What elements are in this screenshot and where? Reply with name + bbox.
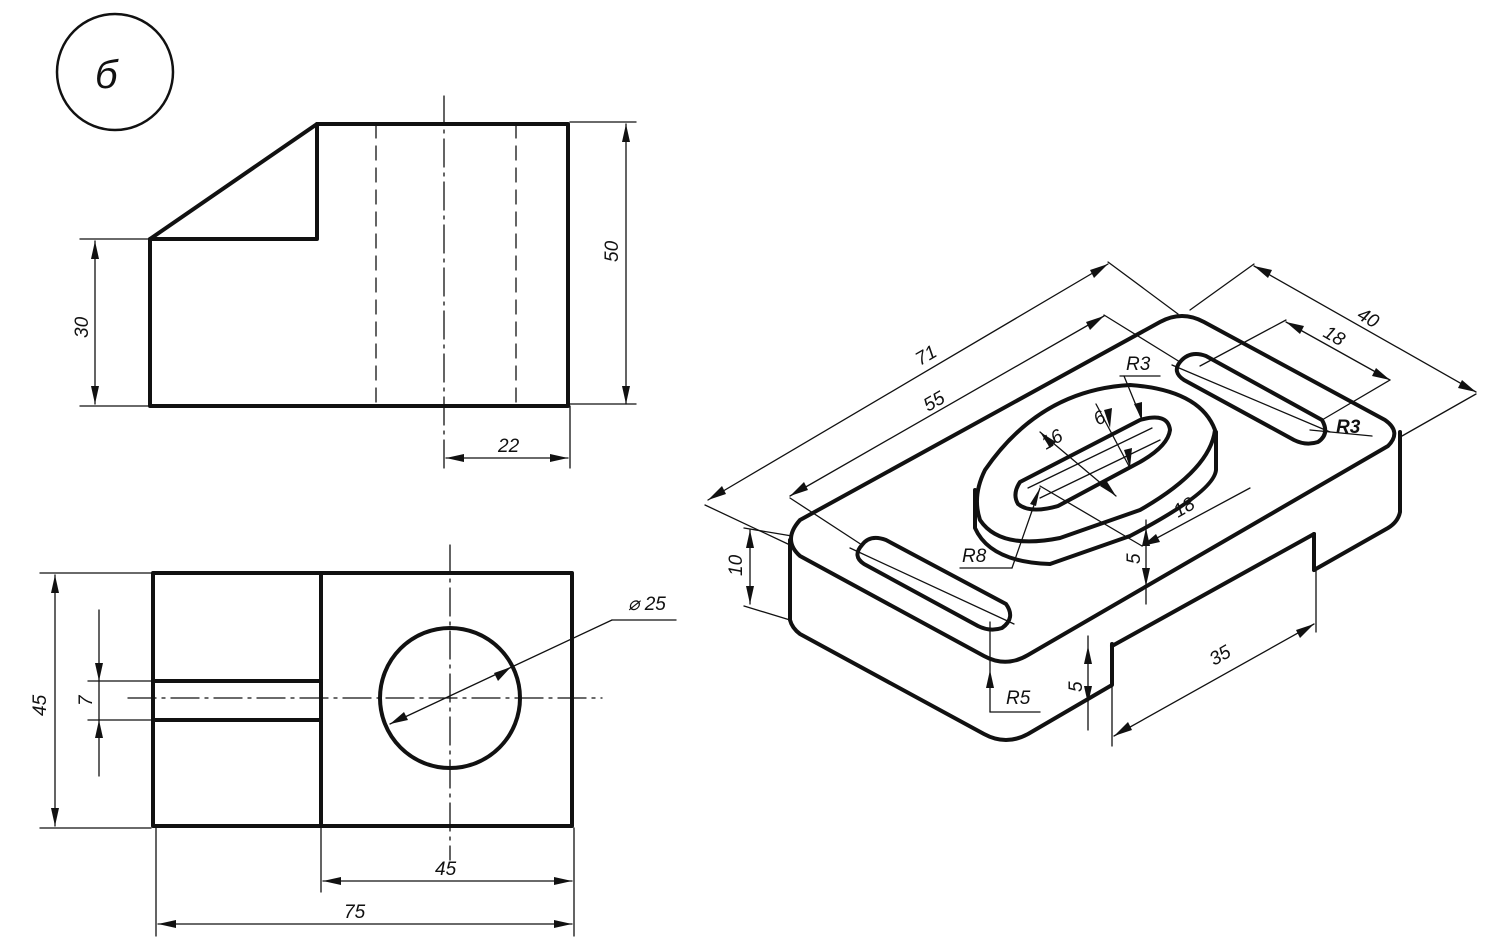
dim-text-40: 40 <box>1354 304 1383 333</box>
dim-text-71: 71 <box>912 342 941 371</box>
front-view: 50 30 22 <box>72 95 637 471</box>
iso-right-slot <box>1174 352 1328 446</box>
isometric-view: 71 55 40 18 R3 R3 6 <box>704 261 1477 747</box>
iso-boss-side <box>973 430 1218 566</box>
dim-text-45-depth: 45 <box>30 694 51 716</box>
dim-text-55: 55 <box>920 387 949 416</box>
iso-boss-top <box>974 383 1217 544</box>
iso-front-side <box>788 538 1114 742</box>
dim-text-35: 35 <box>1206 641 1235 670</box>
dim-text-22: 22 <box>497 436 520 457</box>
dim-line-40 <box>1253 265 1477 393</box>
dim-text-r3-top: R3 <box>1126 354 1151 375</box>
iso-inner-slot <box>1013 415 1172 512</box>
dim-line-35 <box>1113 623 1315 737</box>
iso-top-face <box>789 314 1397 664</box>
dim-text-45-pos: 45 <box>435 859 457 880</box>
dim-text-r5: R5 <box>1006 688 1031 709</box>
iso-right-side <box>1110 430 1402 648</box>
variant-badge: б <box>55 12 175 132</box>
dim-line-18-top <box>1285 321 1391 381</box>
top-view: ⌀ 25 45 7 45 75 <box>30 544 677 937</box>
iso-left-slot <box>855 535 1013 632</box>
dim-line-71 <box>707 263 1109 501</box>
dim-text-r3-right: R3 <box>1336 417 1361 438</box>
dim-text-30: 30 <box>72 316 93 338</box>
dim-text-dia25: ⌀ 25 <box>628 594 666 615</box>
dim-line-55 <box>789 315 1105 497</box>
dim-text-16: 16 <box>1038 425 1067 454</box>
variant-label: б <box>95 53 119 97</box>
dim-text-7: 7 <box>76 694 97 706</box>
dim-text-r8: R8 <box>962 546 987 567</box>
dim-text-5-boss: 5 <box>1124 553 1145 564</box>
dim-text-18-top: 18 <box>1320 322 1349 351</box>
front-view-step <box>148 122 319 241</box>
front-view-outline <box>148 122 570 408</box>
dim-text-5-step: 5 <box>1066 681 1087 692</box>
dim-text-75: 75 <box>344 902 366 923</box>
dim-text-10: 10 <box>726 554 747 576</box>
top-view-outline <box>151 571 574 828</box>
dim-text-50: 50 <box>602 240 623 262</box>
